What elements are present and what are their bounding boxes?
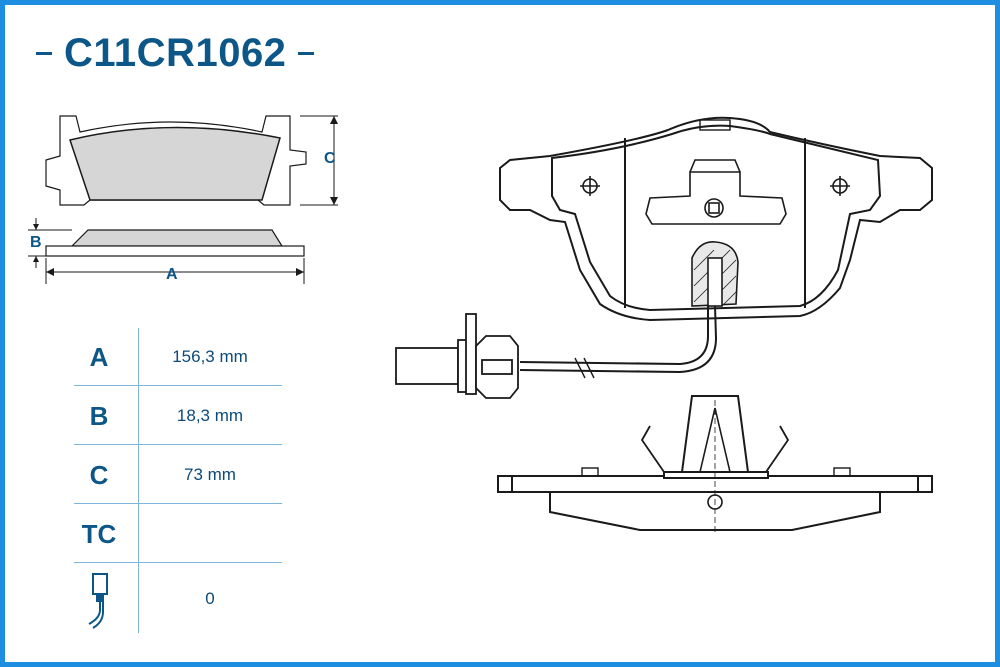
title-dash-left bbox=[36, 51, 52, 55]
row-divider bbox=[74, 385, 282, 386]
side-view-plate bbox=[45, 245, 305, 257]
spec-row-a: A 156,3 mm bbox=[60, 328, 282, 386]
spec-value bbox=[138, 505, 282, 563]
spec-value: 18,3 mm bbox=[176, 406, 244, 425]
row-divider bbox=[74, 503, 282, 504]
dimension-b-label: B bbox=[30, 234, 42, 251]
spec-label: C bbox=[89, 459, 109, 490]
front-view-outline bbox=[499, 116, 933, 322]
friction-outline bbox=[551, 124, 882, 312]
title-block: C11CR1062 bbox=[36, 28, 315, 78]
spec-value: 0 bbox=[205, 589, 215, 608]
spec-value: 73 mm bbox=[184, 465, 236, 484]
dimension-a-label: A bbox=[166, 266, 178, 283]
wear-sensor-icon bbox=[60, 564, 138, 634]
friction-material bbox=[69, 126, 281, 201]
spec-value: 156,3 mm bbox=[172, 347, 248, 366]
row-divider bbox=[74, 562, 282, 563]
spec-label: B bbox=[89, 400, 109, 431]
bottom-view-clip bbox=[680, 395, 750, 473]
table-divider bbox=[138, 328, 139, 633]
spec-label: A bbox=[89, 341, 109, 372]
sensor-wire bbox=[519, 305, 718, 374]
wear-sensor-connector-icon bbox=[395, 313, 519, 399]
product-code: C11CR1062 bbox=[64, 30, 287, 75]
row-divider bbox=[74, 444, 282, 445]
dimension-c-label: C bbox=[324, 150, 336, 167]
spec-row-b: B 18,3 mm bbox=[60, 387, 282, 445]
spec-label: TC bbox=[81, 518, 117, 549]
title-dash-right bbox=[298, 51, 315, 55]
spec-row-c: C 73 mm bbox=[60, 446, 282, 504]
bottom-view-friction bbox=[549, 492, 881, 531]
spec-row-tc: TC bbox=[60, 505, 282, 563]
spec-row-sensor: 0 bbox=[60, 564, 282, 634]
